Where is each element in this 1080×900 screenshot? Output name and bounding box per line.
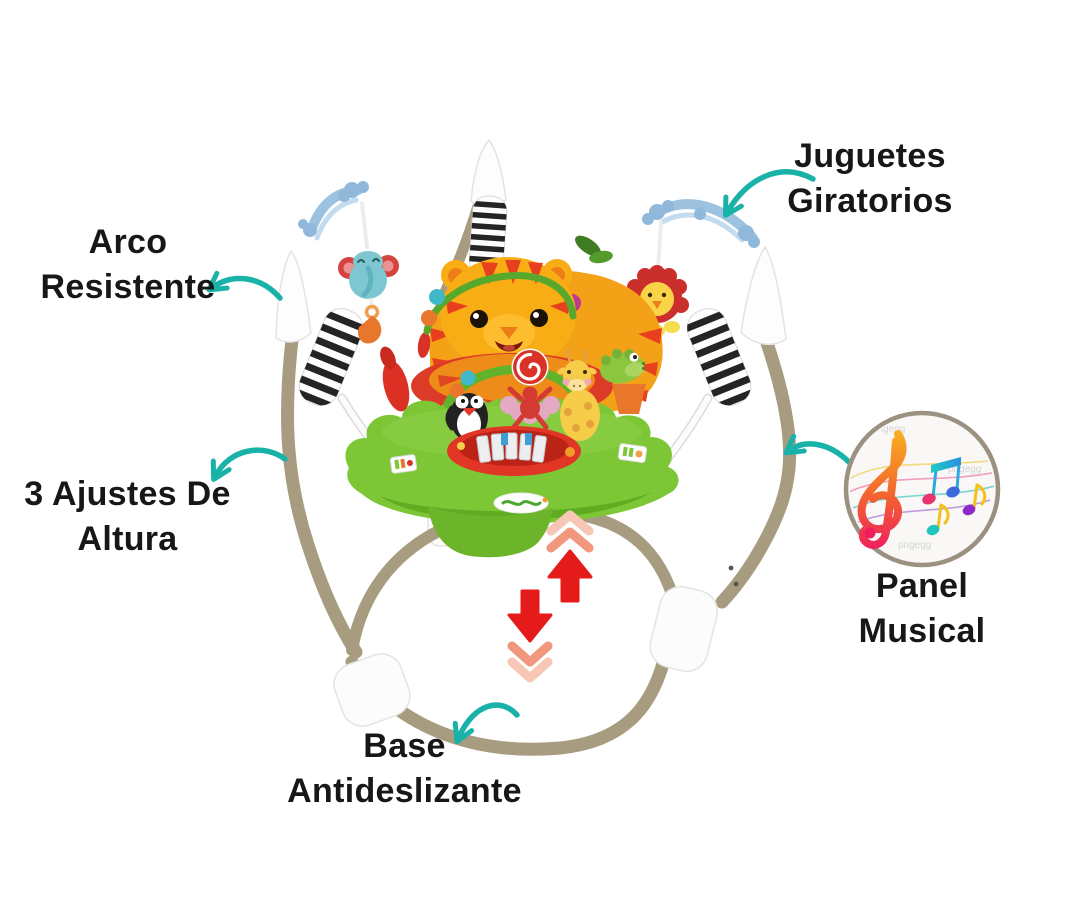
watermark-text: pngegg (872, 424, 905, 435)
teether-toy (357, 316, 382, 344)
seat-toy-arch (423, 272, 577, 335)
callout-arrow-base (452, 702, 520, 745)
spinner-monkey-toy (500, 386, 560, 430)
tray-toys (380, 346, 646, 476)
left-leg (280, 333, 363, 659)
zebra-spring-cover-center (468, 195, 508, 279)
music-badge: pngegg pngegg pngegg (843, 410, 1001, 568)
label-line: Resistente (40, 268, 216, 306)
treble-clef-icon (857, 430, 907, 549)
callout-arrow-juguetes (722, 169, 816, 218)
giraffe-toy (557, 349, 600, 441)
rotating-toy-bar-left (298, 181, 399, 344)
seat-pad (429, 354, 595, 406)
tray-sticker-right (617, 443, 648, 463)
label-line: Antideslizante (287, 772, 522, 810)
zebra-spring-cover-left (293, 308, 368, 411)
base-foot-left (333, 653, 411, 727)
watermark-text: pngegg (948, 464, 981, 475)
label-line: Giratorios (787, 182, 953, 220)
elephant-toy (338, 251, 399, 344)
bounce-motion-arrows (507, 510, 594, 683)
music-notes-icon (922, 457, 987, 536)
right-spring-knob (740, 245, 787, 346)
music-panel-piano (447, 426, 581, 476)
label-line: Musical (858, 612, 986, 650)
label-line: Altura (77, 520, 178, 558)
left-spring-knob (275, 249, 312, 343)
label-panel-musical: Panel Musical (812, 564, 1032, 654)
rattle-toy (382, 360, 410, 412)
label-line: Base (363, 727, 446, 765)
label-arco-resistente: Arco Resistente (10, 220, 246, 310)
zebra-spring-cover-right (682, 308, 757, 411)
callout-arrows (206, 169, 853, 745)
label-ajustes-altura: 3 Ajustes De Altura (5, 472, 250, 562)
label-line: Juguetes (794, 137, 946, 175)
callout-arrow-arco (206, 270, 283, 301)
label-line: Panel (875, 567, 969, 605)
tray-pedestal (428, 506, 553, 558)
label-line: 3 Ajustes De (24, 475, 231, 513)
label-line: Arco (88, 223, 168, 261)
callout-arrow-ajustes (210, 447, 288, 482)
tiger-nose (500, 327, 518, 339)
tray-sticker-left (389, 454, 418, 474)
right-leg (715, 333, 797, 609)
watermark-text: pngegg (898, 540, 931, 551)
up-arrow (546, 510, 594, 603)
crocodile-toy (600, 348, 646, 414)
down-arrow (507, 589, 553, 683)
label-juguetes-giratorios: Juguetes Giratorios (740, 134, 1000, 224)
callout-arrow-musical (783, 433, 853, 466)
lollipop-spinner-toy (511, 348, 549, 386)
label-base-antideslizante: Base Antideslizante (262, 724, 547, 814)
base-foot-right (649, 585, 719, 673)
